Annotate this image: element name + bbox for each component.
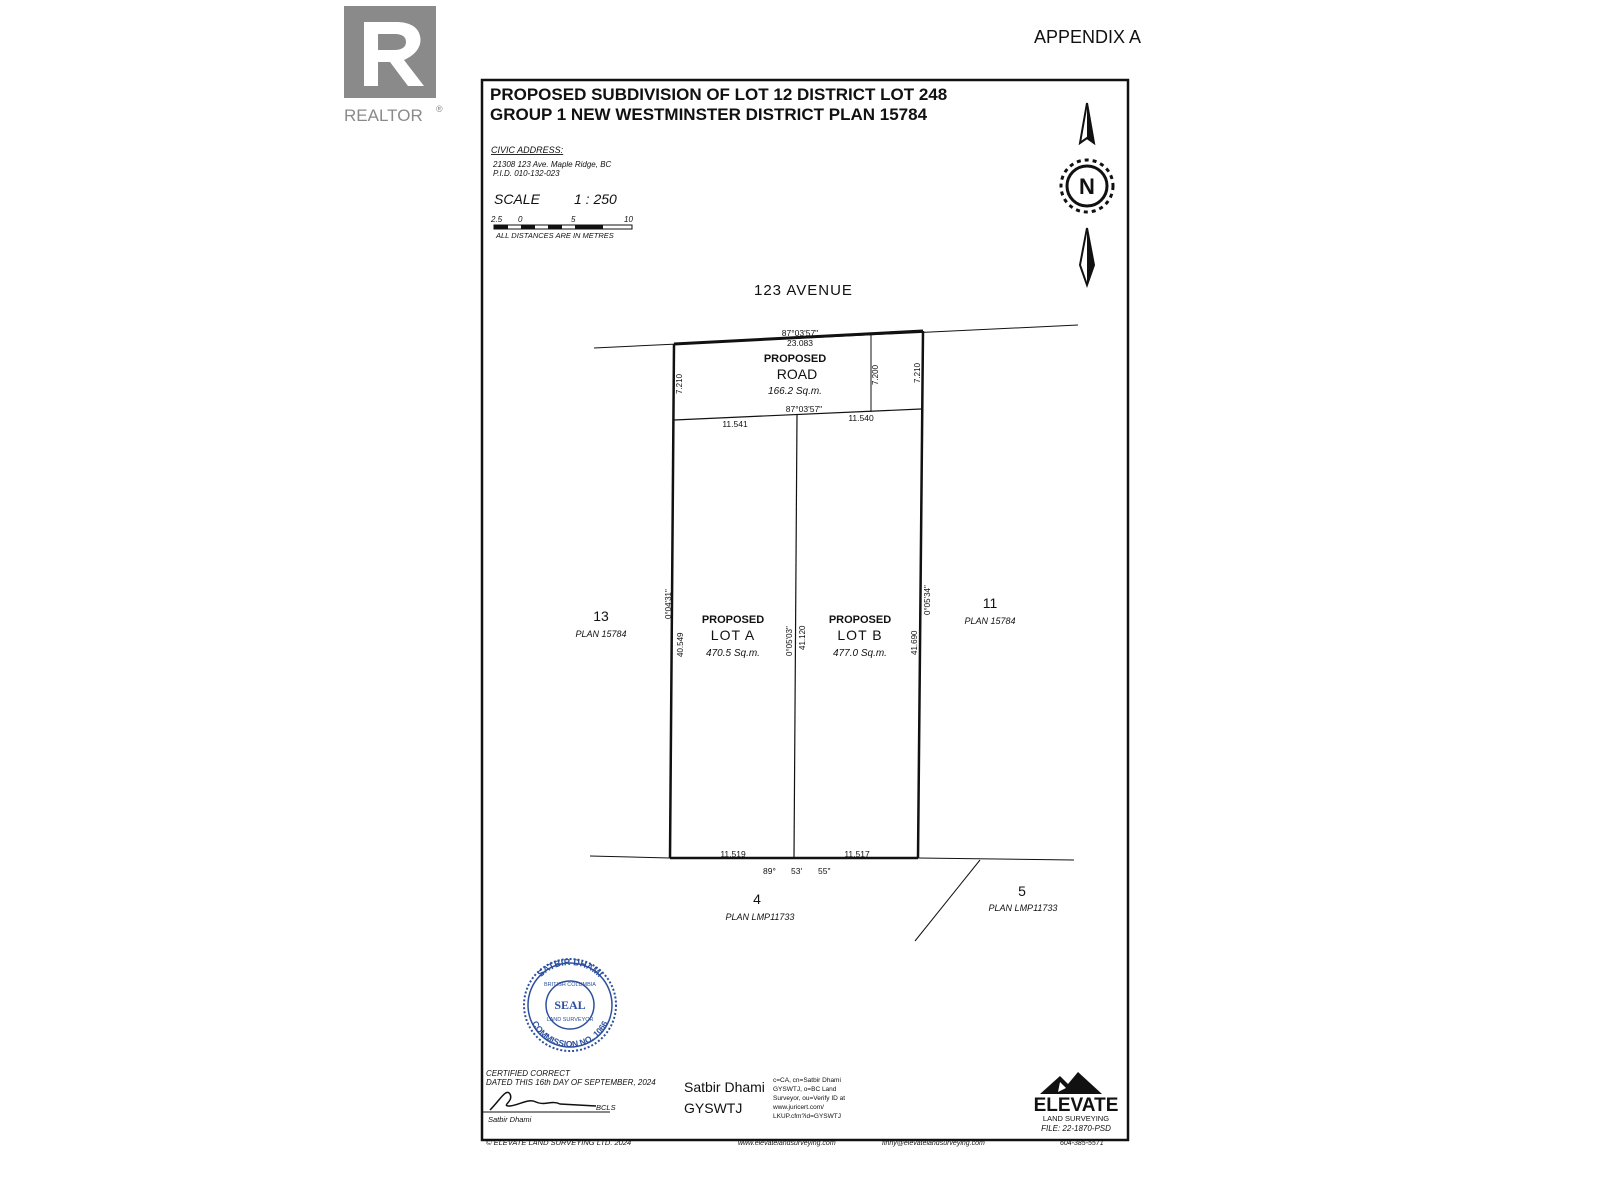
lot-a-area: 470.5 Sq.m. xyxy=(706,648,760,659)
lot-a-left-bearing: 0°04'31" xyxy=(664,589,673,619)
digital-signature-detail: www.juricert.com/ xyxy=(772,1104,824,1111)
digital-signature-detail: GYSWTJ, o=BC Land xyxy=(773,1086,837,1093)
certification-signer: Satbir Dhami xyxy=(488,1115,532,1124)
pid-number: P.I.D. 010-132-023 xyxy=(493,169,560,178)
civic-address: 21308 123 Ave. Maple Ridge, BC xyxy=(492,160,612,169)
neighbor-lot4-number: 4 xyxy=(753,891,761,907)
footer-copyright: © ELEVATE LAND SURVEYING LTD. 2024 xyxy=(486,1138,631,1147)
parcel-outline xyxy=(668,329,925,860)
road-label-line1: PROPOSED xyxy=(764,353,826,365)
civic-address-heading: CIVIC ADDRESS: xyxy=(491,145,564,155)
road-label-line2: ROAD xyxy=(777,366,817,382)
footer-website: www.elevatelandsurveying.com xyxy=(738,1140,836,1147)
bcls-label: BCLS xyxy=(596,1103,616,1112)
lot-a-label-line2: LOT A xyxy=(711,627,755,643)
neighbor-lot5-number: 5 xyxy=(1018,883,1026,899)
neighbor-lot11-number: 11 xyxy=(983,595,998,611)
lot-b-area: 477.0 Sq.m. xyxy=(833,648,887,659)
scale-tick-label: 0 xyxy=(518,215,523,224)
bottom-bearing-seconds: 55" xyxy=(818,866,830,876)
digital-signature-code: GYSWTJ xyxy=(684,1100,742,1116)
lot-a-bottom-distance: 11.519 xyxy=(720,849,746,859)
neighbor-lot11-plan: PLAN 15784 xyxy=(964,616,1015,626)
lot-b-right-length: 41.690 xyxy=(910,630,919,655)
file-number: FILE: 22-1870-PSD xyxy=(1041,1124,1111,1133)
appendix-label: APPENDIX A xyxy=(1034,27,1141,47)
digital-signature-name: Satbir Dhami xyxy=(684,1079,765,1095)
top-distance: 23.083 xyxy=(787,338,813,348)
lot-a-top-distance: 11.541 xyxy=(722,419,748,429)
realtor-r-letter xyxy=(364,22,424,86)
lot-a-label-line1: PROPOSED xyxy=(702,614,764,626)
seal-role: LAND SURVEYOR xyxy=(547,1017,594,1023)
neighbor-lot13-number: 13 xyxy=(593,608,609,624)
rear-boundary-line xyxy=(589,855,671,859)
digital-signature-detail: Surveyor, ou=Verify ID at xyxy=(773,1095,845,1102)
north-arrow-icon: N xyxy=(1059,102,1115,289)
scale-value: 1 : 250 xyxy=(574,191,617,207)
mountain-icon xyxy=(1040,1072,1102,1094)
certified-correct: CERTIFIED CORRECT xyxy=(486,1069,571,1078)
middle-bearing: 0°05'03" xyxy=(785,626,794,656)
realtor-registered-mark: ® xyxy=(436,104,443,114)
lot-b-bottom-distance: 11.517 xyxy=(844,849,870,859)
plan-border xyxy=(480,78,1130,1142)
seal-province: BRITISH COLUMBIA xyxy=(544,982,596,988)
elevate-logo: ELEVATE LAND SURVEYING FILE: 22-1870-PSD xyxy=(1034,1072,1119,1133)
road-mid-width: 7.200 xyxy=(871,364,880,385)
realtor-logo-text: REALTOR xyxy=(344,106,423,125)
footer-email: finny@elevatelandsurveying.com xyxy=(882,1140,985,1147)
plan-title-line1: PROPOSED SUBDIVISION OF LOT 12 DISTRICT … xyxy=(490,85,947,104)
lot-b-label-line2: LOT B xyxy=(837,627,882,643)
digital-signature-detail: c=CA, cn=Satbir Dhami xyxy=(773,1077,841,1084)
seal-center-label: SEAL xyxy=(554,998,585,1012)
scale-label: SCALE xyxy=(494,191,541,207)
scale-tick-label: 5 xyxy=(571,215,576,224)
scale-tick-label: 10 xyxy=(624,215,633,224)
lot5-boundary-line xyxy=(914,859,981,942)
road-right-width: 7.210 xyxy=(913,362,922,383)
scale-bar: 2.5 0 5 10 ALL DISTANCES ARE IN METRES xyxy=(490,215,633,240)
road-bottom-bearing: 87°03'57" xyxy=(786,404,822,414)
street-name: 123 AVENUE xyxy=(754,282,853,299)
certified-date: DATED THIS 16th DAY OF SEPTEMBER, 2024 xyxy=(486,1078,656,1087)
handwritten-signature xyxy=(489,1091,597,1111)
bottom-bearing-degrees: 89° xyxy=(763,866,776,876)
top-bearing: 87°03'57" xyxy=(782,328,818,338)
digital-signature-detail: LKUP.cfm?id=GYSWTJ xyxy=(773,1113,841,1120)
lot-b-right-bearing: 0°05'34" xyxy=(923,585,932,615)
rear-boundary-line xyxy=(917,857,1075,861)
neighbor-lot13-plan: PLAN 15784 xyxy=(575,629,626,639)
bottom-bearing-minutes: 53' xyxy=(791,866,802,876)
neighbor-lot4-plan: PLAN LMP11733 xyxy=(726,912,795,922)
road-left-width: 7.210 xyxy=(675,373,684,394)
realtor-logo: REALTOR ® xyxy=(344,6,443,125)
neighbor-lot5-plan: PLAN LMP11733 xyxy=(989,903,1058,913)
distances-note: ALL DISTANCES ARE IN METRES xyxy=(495,231,614,240)
middle-length: 41.120 xyxy=(798,625,807,650)
lot-b-label-line1: PROPOSED xyxy=(829,614,891,626)
road-area: 166.2 Sq.m. xyxy=(768,386,822,397)
lot-b-top-distance: 11.540 xyxy=(848,413,874,423)
plan-title-line2: GROUP 1 NEW WESTMINSTER DISTRICT PLAN 15… xyxy=(490,105,928,124)
scale-tick-label: 2.5 xyxy=(490,215,503,224)
elevate-logo-text: ELEVATE xyxy=(1034,1095,1119,1116)
elevate-logo-subtitle: LAND SURVEYING xyxy=(1043,1114,1109,1123)
surveyor-seal: SATBIR DHAMI BRITISH COLUMBIA SEAL LAND … xyxy=(523,957,617,1052)
lot-a-left-length: 40.549 xyxy=(676,632,685,657)
footer-phone: 604-385-5571 xyxy=(1060,1140,1104,1147)
north-label: N xyxy=(1079,174,1095,199)
